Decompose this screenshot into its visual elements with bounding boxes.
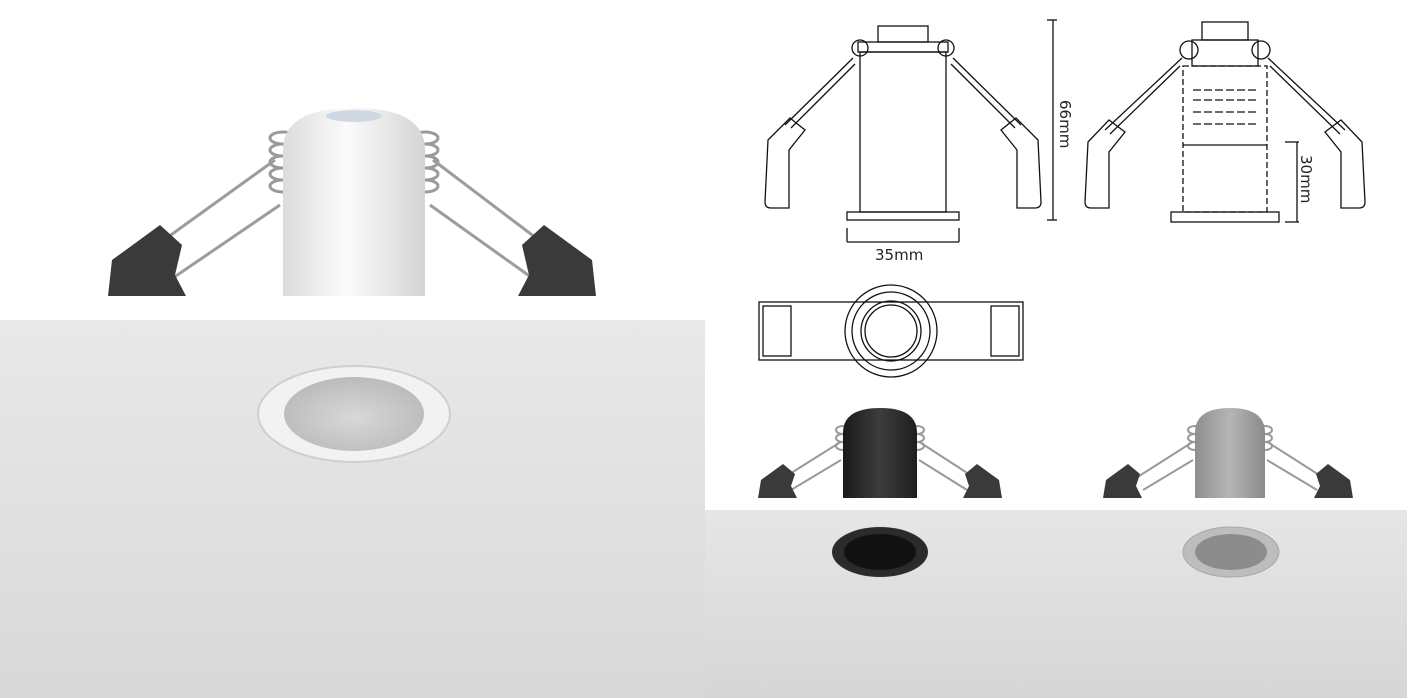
ceiling-surface-variants xyxy=(705,510,1407,698)
insert-height-dimension-label: 30mm xyxy=(1297,155,1315,203)
insert-height-dimension xyxy=(1285,141,1299,223)
top-view xyxy=(758,284,1024,378)
white-aperture xyxy=(284,377,424,451)
section-view xyxy=(1084,21,1366,223)
black-variant xyxy=(758,408,1002,577)
black-aperture xyxy=(844,534,916,570)
width-dimension-label: 35mm xyxy=(875,246,923,264)
width-dimension xyxy=(846,228,960,243)
clip-right xyxy=(518,225,596,296)
technical-drawing: 66mm 35mm 30mm xyxy=(705,0,1407,420)
clip-left xyxy=(108,225,186,296)
height-dimension-label: 66mm xyxy=(1056,100,1074,148)
white-downlight-render xyxy=(0,108,705,698)
front-view xyxy=(764,25,1042,221)
silver-variant xyxy=(1103,408,1353,578)
white-body xyxy=(283,108,425,296)
color-variants-render xyxy=(705,398,1407,698)
silver-aperture xyxy=(1195,534,1267,570)
height-dimension xyxy=(1047,19,1057,221)
spring-wires xyxy=(149,158,553,282)
